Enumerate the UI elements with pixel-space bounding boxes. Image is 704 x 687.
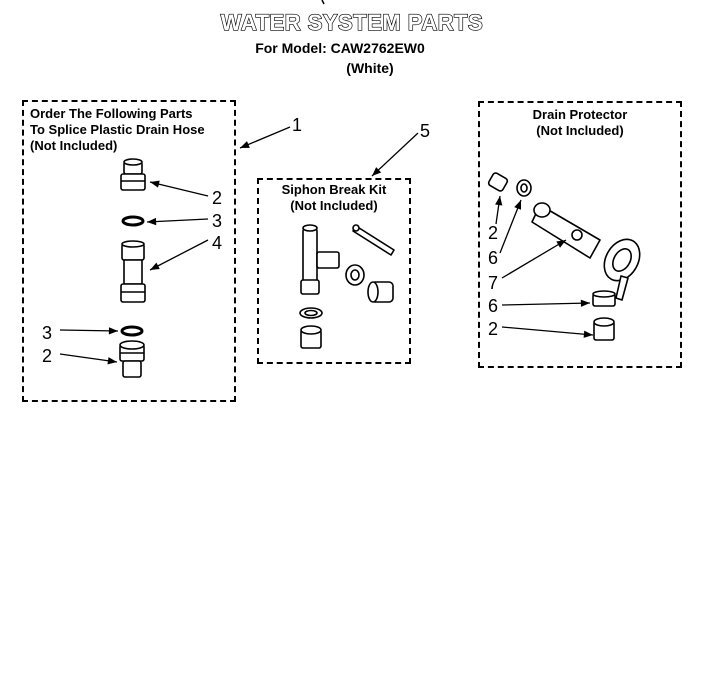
leader-arrow xyxy=(146,217,209,226)
callout-number: 4 xyxy=(212,233,223,253)
siphon-nut xyxy=(345,264,365,286)
hose-coupler-top xyxy=(120,158,146,191)
callout-number: 5 xyxy=(420,121,431,141)
callout-number: 2 xyxy=(488,319,499,339)
callout-number: 6 xyxy=(488,248,499,268)
drain-nut-top xyxy=(516,179,532,197)
leader-arrow xyxy=(501,326,594,338)
leader-arrow xyxy=(59,353,118,365)
leader-arrow xyxy=(501,239,567,279)
page-title: WATER SYSTEM PARTS xyxy=(220,9,484,35)
drain-label-line: (Not Included) xyxy=(536,123,624,138)
leader-arrow xyxy=(499,199,522,254)
drain-protector-label: Drain Protector (Not Included) xyxy=(482,107,678,139)
leader-arrow xyxy=(59,327,119,335)
siphon-pin xyxy=(352,224,395,256)
hose-connector-tube xyxy=(120,240,146,303)
siphon-tee-fitting xyxy=(300,224,340,295)
callout-number: 2 xyxy=(212,188,223,208)
splice-label-line: Order The Following Parts xyxy=(30,106,193,121)
drain-label-line: Drain Protector xyxy=(532,107,628,122)
siphon-cap xyxy=(300,325,322,349)
drain-protector-body xyxy=(531,202,641,301)
siphon-ring xyxy=(299,307,323,319)
siphon-label-line: Siphon Break Kit xyxy=(281,182,387,197)
leader-arrow xyxy=(371,132,419,177)
callout-number: 2 xyxy=(42,346,53,366)
callout-number: 7 xyxy=(488,273,499,293)
drain-coupler-bottom xyxy=(593,317,615,341)
leader-arrow xyxy=(495,195,503,225)
model-color: (White) xyxy=(346,60,394,76)
leader-arrow xyxy=(501,299,591,307)
leader-arrow xyxy=(149,180,209,197)
siphon-break-kit-box xyxy=(257,178,411,364)
siphon-label-line: (Not Included) xyxy=(290,198,378,213)
drain-nut-bottom xyxy=(592,290,616,307)
hose-coupler-bottom xyxy=(119,340,145,378)
splice-label-line: (Not Included) xyxy=(30,138,118,153)
leader-arrow xyxy=(239,126,291,149)
drain-protector-box xyxy=(478,101,682,368)
callout-number: 3 xyxy=(42,323,53,343)
drain-coupler-top xyxy=(487,172,509,192)
callout-number: 1 xyxy=(292,115,303,135)
model-number: For Model: CAW2762EW0 xyxy=(255,40,425,56)
leader-arrow xyxy=(149,239,209,271)
callout-number: 2 xyxy=(488,223,499,243)
splice-label-line: To Splice Plastic Drain Hose xyxy=(30,122,205,137)
callout-number: 6 xyxy=(488,296,499,316)
splice-kit-label: Order The Following Parts To Splice Plas… xyxy=(30,106,230,154)
hose-clamp-bottom xyxy=(120,325,144,337)
splice-kit-box xyxy=(22,100,236,402)
hose-clamp-top xyxy=(121,215,145,227)
siphon-adapter xyxy=(367,281,394,303)
siphon-kit-label: Siphon Break Kit (Not Included) xyxy=(262,182,406,214)
callout-number: 3 xyxy=(212,211,223,231)
